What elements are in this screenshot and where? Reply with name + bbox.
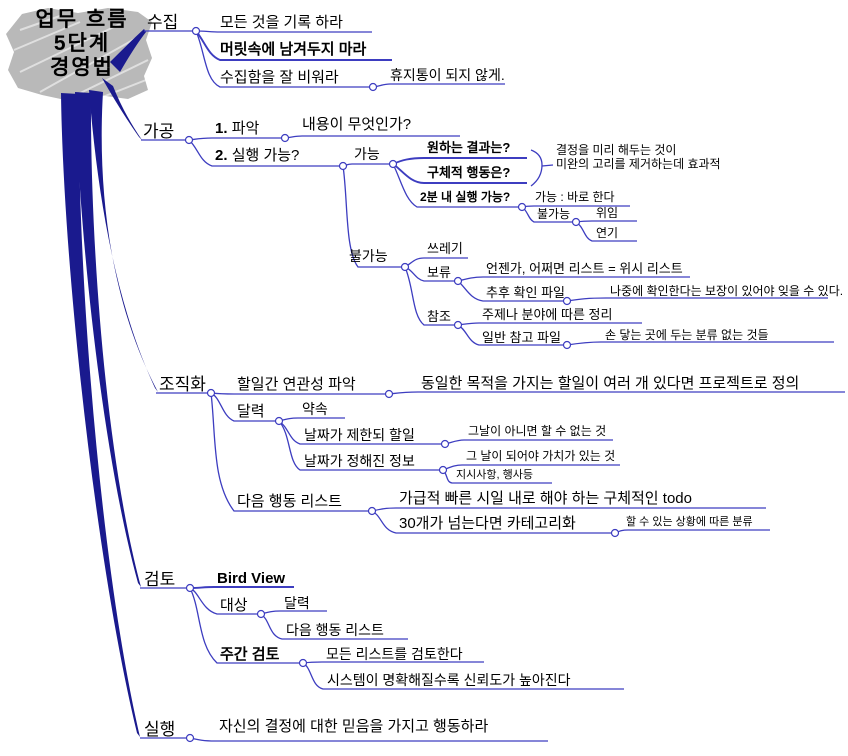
node-dated-info-note1[interactable]: 그 날이 되어야 가치가 있는 것 [466,449,616,463]
node-identify[interactable]: 1. 파악 [215,120,259,137]
node-general-file-note[interactable]: 손 닿는 곳에 두는 분류 없는 것들 [605,328,769,342]
node-hold[interactable]: 보류 [427,265,451,280]
node-dont-keep-in-head[interactable]: 머릿속에 남겨두지 마라 [220,41,367,58]
node-identify-question[interactable]: 내용이 무엇인가? [302,116,412,133]
node-decision-note-line2[interactable]: 미완의 고리를 제거하는데 효과적 [556,157,721,171]
node-next-actions-todo[interactable]: 가급적 빠른 시일 내로 해야 하는 구체적인 todo [399,490,692,507]
node-actionable[interactable]: 2. 실행 가능? [215,147,299,164]
node-review-target-calendar[interactable]: 달력 [284,595,310,611]
node-categorize-note[interactable]: 할 수 있는 상황에 따른 분류 [626,516,753,528]
node-process[interactable]: 가공 [143,122,175,141]
node-weekly-review-all[interactable]: 모든 리스트를 검토한다 [326,646,463,662]
node-identify-label: 파악 [231,120,260,137]
node-execute-note[interactable]: 자신의 결정에 대한 믿음을 가지고 행동하라 [219,718,489,735]
node-two-minutes-no[interactable]: 불가능 [537,207,571,221]
node-concrete-action[interactable]: 구체적 행동은? [427,165,511,180]
node-reference[interactable]: 참조 [427,309,451,324]
node-general-file[interactable]: 일반 참고 파일 [482,330,561,345]
root-node[interactable]: 업무 흐름 5단계 경영법 [8,8,156,80]
node-two-minutes[interactable]: 2분 내 실행 가능? [420,190,511,204]
node-organize[interactable]: 조직화 [159,375,206,394]
node-someday-list[interactable]: 언젠가, 어쩌면 리스트 = 위시 리스트 [486,261,683,276]
node-tickler-file[interactable]: 추후 확인 파일 [486,285,565,300]
trunk-branches [61,29,158,737]
node-task-relations-note[interactable]: 동일한 목적을 가지는 할일이 여러 개 있다면 프로젝트로 정의 [421,375,800,392]
node-identify-number: 1. [215,120,228,137]
node-record-everything[interactable]: 모든 것을 기록 하라 [220,14,343,31]
node-execute[interactable]: 실행 [144,720,176,739]
root-cloud [6,8,152,101]
node-reference-by-topic[interactable]: 주제나 분야에 따른 정리 [482,307,613,322]
node-empty-inbox-note[interactable]: 휴지통이 되지 않게. [390,67,505,83]
node-possible[interactable]: 가능 [354,146,380,162]
node-weekly-review[interactable]: 주간 검토 [220,646,280,663]
node-impossible[interactable]: 불가능 [349,248,388,264]
node-tickler-note[interactable]: 나중에 확인한다는 보장이 있어야 잊을 수 있다. [610,284,844,298]
node-two-minutes-yes[interactable]: 가능 : 바로 한다 [535,190,615,204]
node-review[interactable]: 검토 [144,570,176,589]
node-collect[interactable]: 수집 [147,13,179,32]
node-date-limited-note[interactable]: 그날이 아니면 할 수 없는 것 [468,424,607,438]
node-next-actions[interactable]: 다음 행동 리스트 [237,493,342,510]
node-bird-view[interactable]: Bird View [217,570,286,587]
node-categorize[interactable]: 30개가 넘는다면 카테고리화 [399,515,576,532]
root-line-3: 경영법 [50,56,114,79]
node-calendar[interactable]: 달력 [237,403,265,420]
node-weekly-review-trust[interactable]: 시스템이 명확해질수록 신뢰도가 높아진다 [327,672,571,688]
node-delegate[interactable]: 위임 [596,206,619,220]
root-line-2: 5단계 [53,32,111,55]
node-actionable-label: 실행 가능? [231,147,300,164]
node-actionable-number: 2. [215,147,228,164]
node-review-target-next-actions[interactable]: 다음 행동 리스트 [286,622,384,638]
node-date-limited[interactable]: 날짜가 제한되 할일 [304,427,415,443]
node-task-relations[interactable]: 할일간 연관성 파악 [237,376,356,393]
node-dated-info[interactable]: 날짜가 정해진 정보 [304,453,415,469]
junction-circles [184,26,620,743]
node-review-targets[interactable]: 대상 [220,597,248,614]
node-decision-note-line1[interactable]: 결정을 미리 해두는 것이 [556,143,677,157]
node-desired-result[interactable]: 원하는 결과는? [427,140,511,155]
node-empty-inbox[interactable]: 수집함을 잘 비워라 [220,69,339,86]
node-defer[interactable]: 연기 [596,226,619,240]
root-line-1: 업무 흐름 [35,8,129,31]
node-appointments[interactable]: 약속 [302,401,328,417]
node-dated-info-note2[interactable]: 지시사항, 행사등 [456,469,533,481]
node-trash[interactable]: 쓰레기 [427,241,463,256]
